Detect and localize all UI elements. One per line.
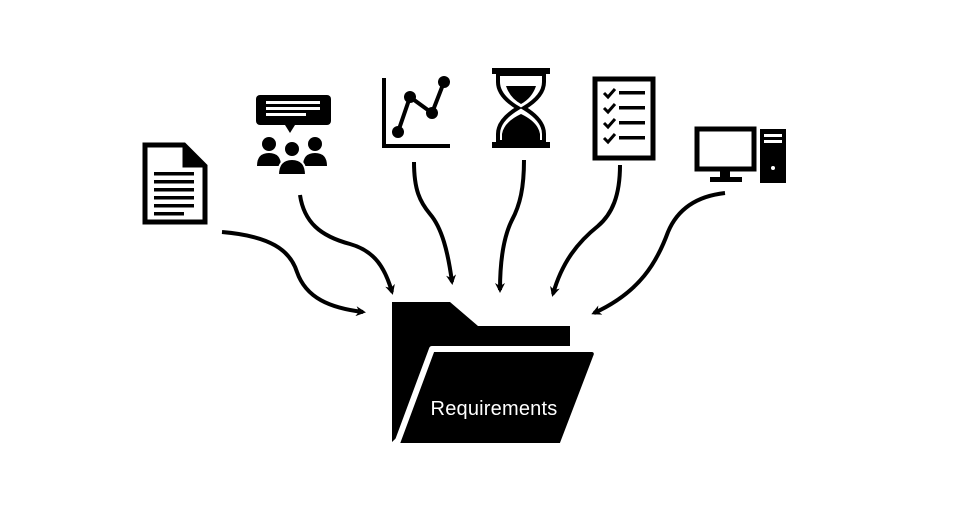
- arrows: [221, 159, 726, 317]
- arrow-from-meeting: [298, 194, 395, 295]
- meeting-icon: [256, 95, 331, 176]
- folder-label: Requirements: [430, 398, 558, 420]
- document-icon: [142, 142, 208, 225]
- arrow-from-chart: [412, 161, 457, 285]
- line-chart-icon: [382, 76, 450, 148]
- computer-icon: [694, 126, 786, 183]
- arrow-from-hourglass: [495, 159, 526, 293]
- arrow-from-document: [221, 230, 366, 317]
- folder-icon: [392, 302, 600, 449]
- checklist-icon: [592, 76, 656, 161]
- hourglass-icon: [492, 68, 550, 148]
- arrow-from-computer: [591, 191, 726, 315]
- arrow-from-checklist: [550, 164, 622, 297]
